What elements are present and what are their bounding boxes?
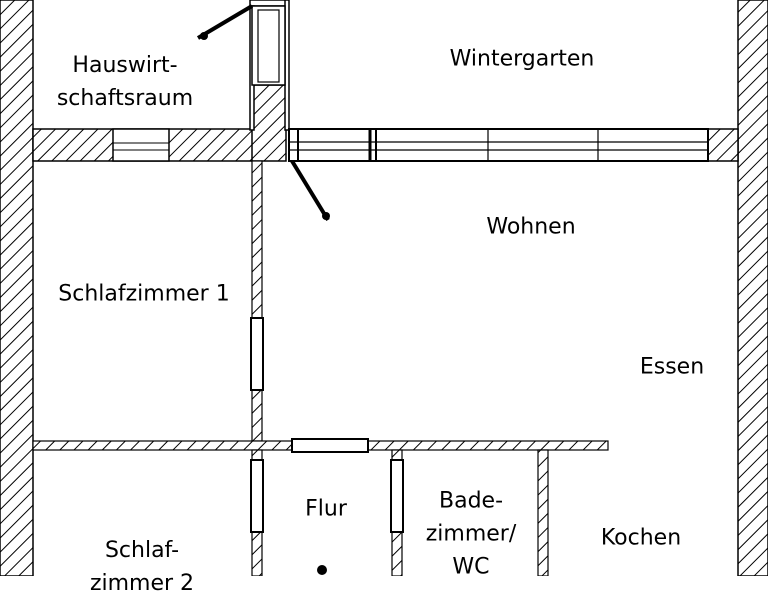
door-leaf-hwr [196, 4, 254, 40]
room-label-essen: Essen [639, 354, 705, 380]
room-label-hauswirtschaftsraum: Hauswirt- schaftsraum [56, 53, 194, 111]
room-label-schlafzimmer-1: Schlafzimmer 1 [58, 281, 230, 307]
door-schlafzimmer2 [250, 459, 264, 533]
room-label-badezimmer-wc: Bade- zimmer/ WC [425, 488, 517, 580]
door-handle-flur [317, 565, 327, 575]
window-hwr-bottom [112, 128, 170, 162]
wall-bad-right [537, 449, 549, 576]
room-label-wohnen: Wohnen [486, 214, 576, 240]
exterior-walls [0, 0, 768, 576]
windows [112, 5, 286, 162]
door-badezimmer [390, 459, 404, 533]
glazing-wintergarten [288, 128, 709, 162]
glazing-frame [288, 128, 709, 162]
wall-schlafzimmer1-right [251, 160, 263, 442]
doors [196, 4, 404, 575]
outer-wall-left [0, 0, 34, 576]
outer-wall-right [737, 0, 768, 576]
floor-plan [0, 0, 768, 576]
door-flur-wohnen [291, 438, 369, 453]
room-label-wintergarten: Wintergarten [449, 46, 595, 72]
wall-hwr-right [251, 84, 287, 162]
wall-hwr-wintergarten-top [249, 0, 289, 7]
room-label-schlafzimmer-2: Schlaf- zimmer 2 [89, 538, 195, 596]
door-leaf-wohnen [290, 159, 330, 222]
wall-wintergarten-bottom-right [707, 128, 739, 162]
door-schlafzimmer1 [250, 317, 264, 391]
room-label-flur: Flur [305, 496, 347, 522]
room-label-kochen: Kochen [600, 525, 682, 551]
